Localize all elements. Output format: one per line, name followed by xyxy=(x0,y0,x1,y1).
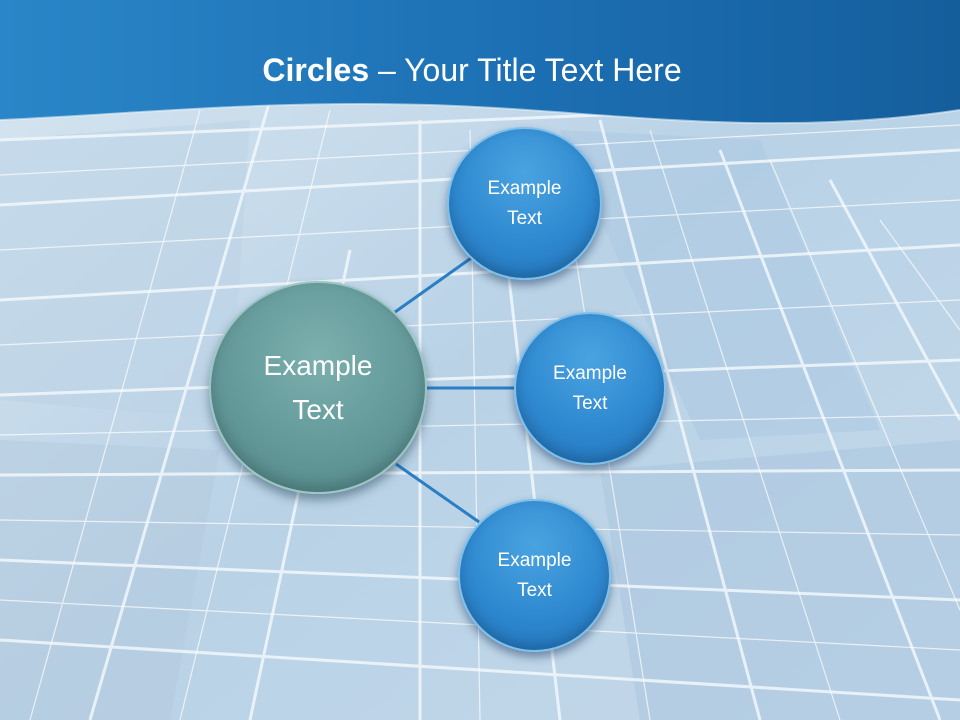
title-rest: – Your Title Text Here xyxy=(369,52,682,88)
node-circle-middle[interactable]: Example Text xyxy=(514,312,666,465)
node-circle-top[interactable]: Example Text xyxy=(447,127,602,280)
title-bold: Circles xyxy=(262,52,370,88)
connector-line-bottom xyxy=(395,462,480,524)
node-label-line1: Example xyxy=(487,177,562,199)
node-label-line1: Example xyxy=(497,549,572,571)
center-circle[interactable]: Example Text xyxy=(209,281,427,494)
connector-line-top xyxy=(394,254,475,314)
node-label-line2: Text xyxy=(572,392,608,414)
center-circle-label-line2: Text xyxy=(292,393,344,425)
node-label-line2: Text xyxy=(507,207,542,229)
node-label-line2: Text xyxy=(517,579,552,601)
node-circle-bottom[interactable]: Example Text xyxy=(458,499,611,652)
node-label-line1: Example xyxy=(553,362,627,384)
slide-title: Circles – Your Title Text Here xyxy=(0,52,944,89)
center-circle-label-line1: Example xyxy=(263,349,373,381)
